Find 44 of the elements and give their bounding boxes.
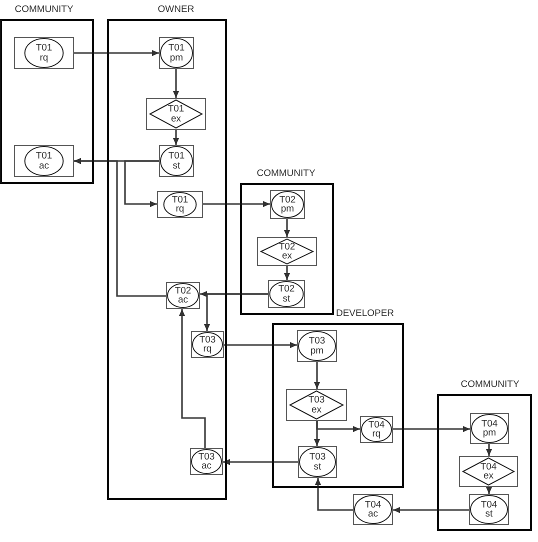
step-label: T02 ac (174, 286, 192, 305)
arrow (74, 50, 159, 56)
step-label: T01 st (168, 152, 185, 170)
step-label: T04 pm (481, 419, 498, 438)
step-label: T01 rq (172, 195, 188, 214)
arrow (316, 421, 360, 432)
arrow (204, 293, 268, 331)
step-label: T04 ex (480, 462, 497, 481)
arrow (284, 266, 290, 280)
step-label: T01 ex (168, 104, 184, 124)
step-label: T03 ac (198, 452, 215, 471)
arrow (124, 160, 159, 208)
arrow (393, 506, 469, 514)
arrow (314, 478, 353, 511)
step-label: T01 rq (36, 44, 52, 62)
arrow (314, 362, 320, 389)
step-label: T03 pm (308, 336, 326, 356)
step-label: T02 ex (278, 242, 296, 261)
step-label: T03 ex (308, 396, 325, 414)
arrow (172, 130, 180, 145)
step-label: T01 ac (36, 152, 52, 170)
arrow (224, 342, 297, 348)
arrow (203, 200, 270, 208)
step-label: T03 st (309, 452, 326, 472)
arrow (172, 69, 180, 98)
arrow (284, 219, 290, 237)
arrow (223, 458, 298, 466)
step-label: T01 pm (168, 44, 185, 62)
lane-heading: DEVELOPER (336, 308, 394, 319)
lane-heading: COMMUNITY (460, 379, 520, 390)
arrow (74, 158, 166, 297)
arrow (486, 487, 492, 494)
step-label: T04 st (480, 500, 498, 519)
arrow (178, 309, 206, 448)
lane-heading: OWNER (158, 4, 194, 15)
step-label: T02 pm (279, 195, 296, 214)
step-label: T04 rq (368, 420, 385, 439)
step-label: T04 ac (364, 500, 382, 519)
lane-heading: COMMUNITY (256, 168, 316, 179)
step-label: T03 rq (199, 335, 216, 354)
arrow (393, 426, 470, 432)
lane-heading: COMMUNITY (14, 4, 74, 15)
step-label: T02 st (278, 284, 295, 304)
arrow (486, 444, 492, 456)
